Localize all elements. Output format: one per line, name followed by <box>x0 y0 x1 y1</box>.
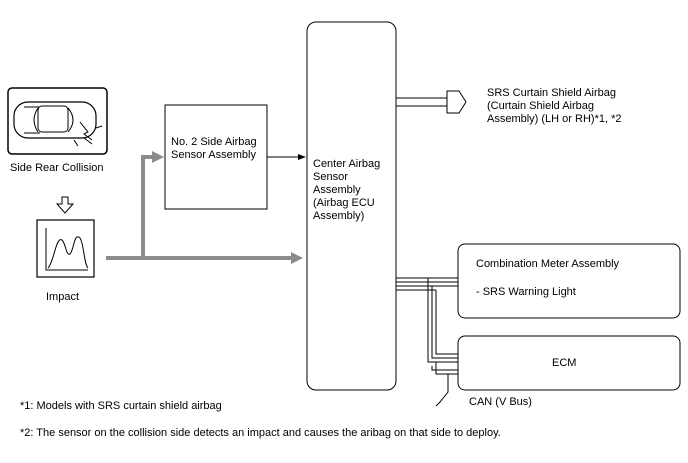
curtain-airbag-line1: SRS Curtain Shield Airbag <box>487 87 617 99</box>
center-sensor-line3: Assembly <box>313 184 361 196</box>
srs-warning-light-label: - SRS Warning Light <box>476 286 576 298</box>
can-bus-lines <box>396 277 458 407</box>
can-bus-label: CAN (V Bus) <box>469 396 532 408</box>
side-sensor-label-line1: No. 2 Side Airbag <box>171 136 257 148</box>
curtain-airbag-line3: Assembly) (LH or RH)*1, *2 <box>487 113 622 125</box>
combination-meter-title: Combination Meter Assembly <box>476 258 620 270</box>
center-sensor-line5: Assembly) <box>313 210 365 222</box>
side-sensor-label-line2: Sensor Assembly <box>171 149 256 161</box>
curtain-airbag-connector <box>396 90 467 114</box>
center-sensor-line1: Center Airbag <box>313 158 381 170</box>
arrow-to-center-sensor <box>291 252 303 264</box>
footnote-2: *2: The sensor on the collision side det… <box>20 427 501 439</box>
arrow-side-to-center <box>298 154 306 160</box>
footnote-1: *1: Models with SRS curtain shield airba… <box>20 400 222 412</box>
impact-graph-icon <box>36 219 95 278</box>
side-rear-collision-icon <box>7 87 108 155</box>
side-airbag-sensor-box <box>164 104 268 210</box>
impact-label: Impact <box>46 291 80 303</box>
down-arrow-icon <box>55 196 75 214</box>
center-sensor-line4: (Airbag ECU <box>313 197 375 209</box>
curtain-airbag-line2: (Curtain Shield Airbag <box>487 100 595 112</box>
ecm-label: ECM <box>552 357 577 369</box>
combination-meter-box <box>457 243 681 319</box>
arrow-to-side-sensor <box>152 151 164 163</box>
collision-label: Side Rear Collision <box>10 162 104 174</box>
impact-signal-lines <box>106 155 292 260</box>
ecm-box <box>457 335 681 391</box>
center-airbag-sensor-box <box>306 21 397 391</box>
center-sensor-line2: Sensor <box>313 171 348 183</box>
